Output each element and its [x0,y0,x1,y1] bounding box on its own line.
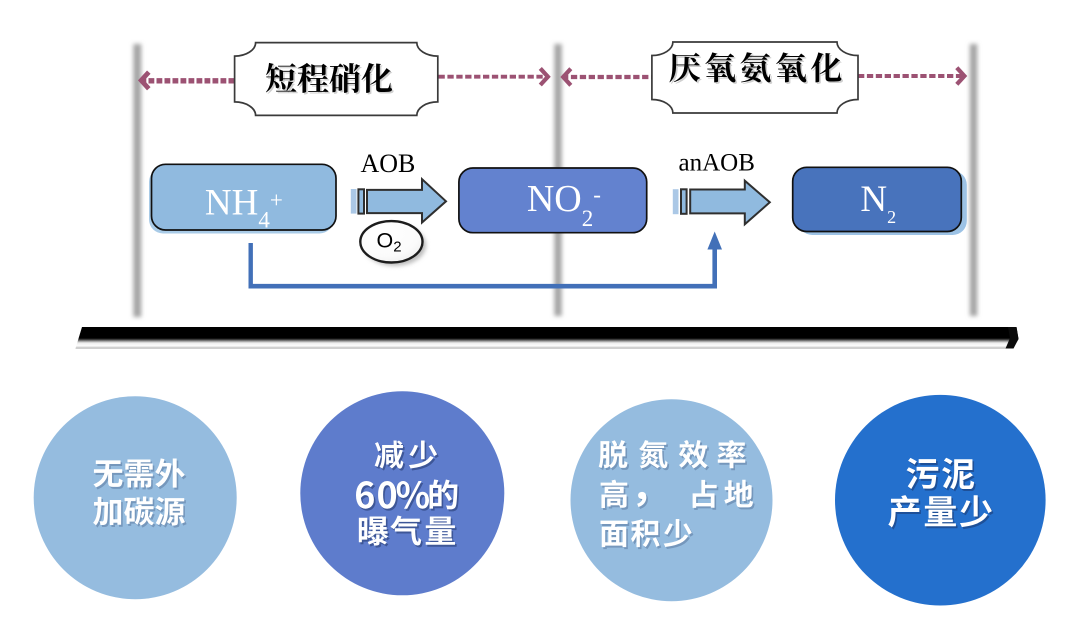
svg-text:AOB: AOB [360,149,415,178]
svg-text:anAOB: anAOB [679,150,755,177]
